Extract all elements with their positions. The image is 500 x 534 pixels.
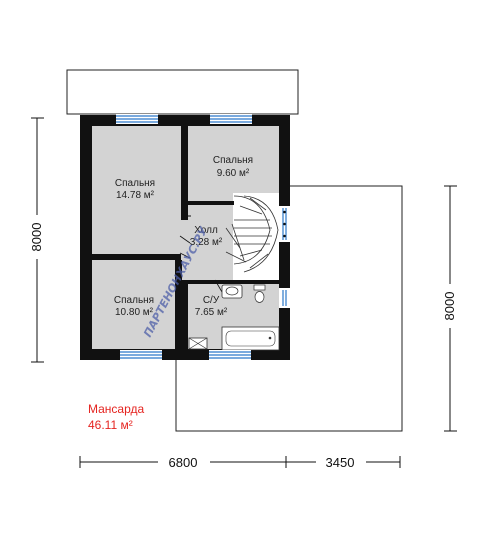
- door: [179, 252, 191, 259]
- dimension-bottom-main-label: 6800: [169, 455, 198, 470]
- windows: [116, 114, 290, 361]
- partition: [182, 280, 279, 284]
- floor-area: 46.11 м²: [88, 418, 133, 432]
- dimension-left-label: 8000: [29, 223, 44, 252]
- partition: [92, 254, 177, 260]
- partition: [188, 201, 234, 205]
- room-area-hall: 3.28 м²: [190, 237, 223, 248]
- stair-area: [233, 193, 279, 280]
- toilet-bowl-icon: [254, 291, 265, 303]
- dimension-bottom-bg-1: [158, 454, 210, 470]
- partition: [181, 126, 188, 216]
- room-name-bedroom-3: Спальня: [114, 295, 154, 306]
- dimension-bottom-bg-2: [316, 454, 366, 470]
- bedroom-1-area: [92, 126, 181, 254]
- staircase: [225, 195, 279, 273]
- roof-outline: [66, 69, 299, 115]
- sink-icon: [221, 284, 243, 299]
- room-area-bathroom: 7.65 м²: [195, 307, 228, 318]
- dimension-right-label: 8000: [442, 292, 457, 321]
- bathtub-inner-icon: [225, 330, 276, 347]
- room-area-bedroom-3: 10.80 м²: [115, 307, 154, 318]
- terrace-outline: [175, 185, 403, 432]
- room-name-bathroom: С/У: [203, 295, 220, 306]
- door: [214, 279, 223, 293]
- dimension-bottom-ext-label: 3450: [326, 455, 355, 470]
- hall-area: [188, 205, 233, 280]
- dimension-left-bg: [29, 215, 45, 259]
- floor-name: Мансарда: [88, 402, 145, 416]
- door: [179, 235, 191, 244]
- bedroom-3-area: [92, 260, 175, 349]
- dimension-right-bg: [442, 284, 458, 328]
- room-area-bedroom-2: 9.60 м²: [217, 168, 250, 179]
- boiler-cross: [188, 337, 208, 350]
- room-area-bedroom-1: 14.78 м²: [116, 190, 155, 201]
- toilet-icon: [253, 284, 266, 291]
- sink-bowl-icon: [225, 286, 239, 296]
- room-name-bedroom-1: Спальня: [115, 178, 155, 189]
- partition: [175, 260, 182, 349]
- bedroom-2-area: [188, 126, 279, 201]
- hall-area-2: [181, 220, 191, 280]
- room-name-bedroom-2: Спальня: [213, 155, 253, 166]
- room-name-hall: Холл: [194, 225, 218, 236]
- drain-icon: [268, 336, 272, 340]
